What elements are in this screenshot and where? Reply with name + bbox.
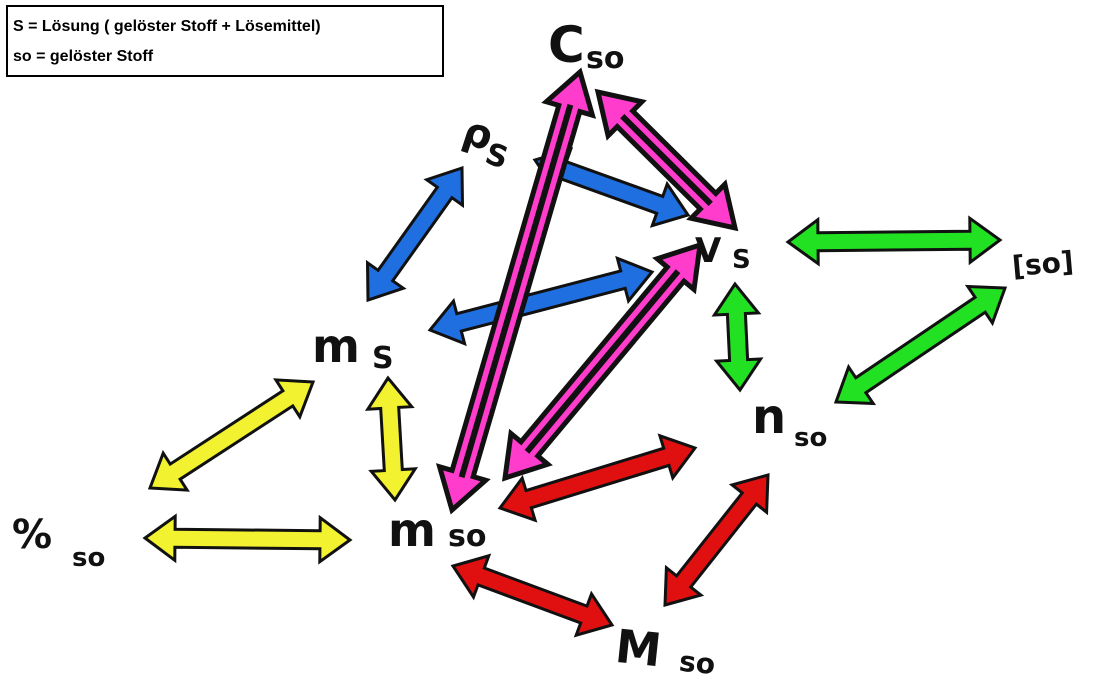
node-density: ρ S	[457, 108, 512, 177]
arrow-c-v-centerline	[620, 113, 713, 207]
node-percent-sub: so	[72, 543, 105, 573]
node-mass-solute: m so	[388, 503, 486, 557]
arrow-n-conc-shape	[833, 284, 1008, 406]
arrow-percent-mso-shape	[142, 513, 353, 565]
node-mso-main: m	[388, 503, 436, 557]
arrow-c-mso-centerline	[458, 103, 574, 479]
node-c-main: C	[548, 16, 585, 74]
node-molar-mass: M so	[613, 619, 717, 682]
node-molar-sub: so	[678, 645, 717, 682]
arrow-rho-ms-shape	[365, 165, 465, 303]
node-v-sub: S	[732, 245, 751, 275]
legend-box: S = Lösung ( gelöster Stoff + Lösemittel…	[6, 5, 444, 77]
node-n-main: n	[752, 389, 786, 445]
arrows-layer	[142, 67, 1008, 638]
node-mass-solution: m S	[312, 319, 394, 376]
legend-line-solution: S = Lösung ( gelöster Stoff + Lösemittel…	[13, 18, 321, 35]
arrow-ms-percent-shape	[147, 378, 316, 492]
node-mso-sub: so	[448, 519, 486, 554]
arrow-v-n-shape	[711, 281, 764, 393]
arrow-v-conc-shape	[785, 215, 1003, 267]
node-conc-main: [so]	[1011, 245, 1075, 283]
node-c-sub: so	[586, 41, 624, 76]
node-volume: V S	[695, 231, 751, 275]
arrow-mso-n-shape	[497, 433, 698, 523]
node-v-main: V	[695, 231, 722, 271]
arrow-ms-mso-shape	[364, 375, 419, 503]
node-percent-main: %	[12, 512, 52, 558]
node-ms-main: m	[312, 319, 360, 373]
arrow-ms-v-shape	[427, 255, 655, 347]
legend-line-solute: so = gelöster Stoff	[13, 48, 154, 65]
node-molar-concentration: C so	[548, 16, 624, 76]
node-n-sub: so	[794, 423, 827, 453]
node-amount: n so	[752, 389, 827, 453]
arrow-v-mso-centerline	[524, 269, 681, 454]
node-molar-main: M	[613, 619, 664, 677]
node-ms-sub: S	[372, 341, 394, 376]
arrow-mso-molar-shape	[450, 553, 615, 638]
arrow-molar-n-shape	[663, 473, 770, 607]
node-mass-percent: % so	[12, 512, 105, 573]
node-concentration: [so]	[1011, 245, 1075, 283]
